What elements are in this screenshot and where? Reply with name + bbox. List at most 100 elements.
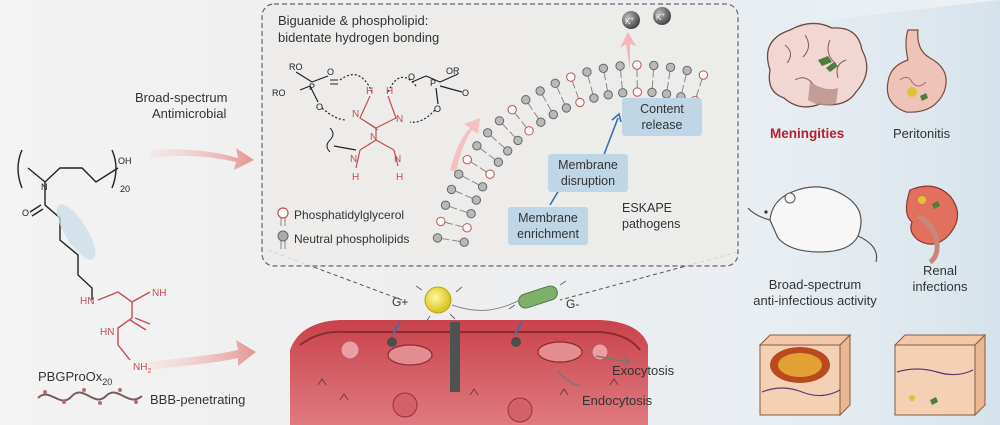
chem-ro-2: RO [289, 62, 303, 72]
polymer-fragments [317, 378, 619, 401]
lipid-head [493, 157, 504, 167]
lipid-head [665, 62, 676, 72]
g-plus-label: G+ [392, 295, 408, 309]
lipid-head [477, 182, 488, 192]
chem-h-4: H [396, 172, 403, 183]
nh-label: NH [152, 288, 166, 299]
lipid-head [598, 63, 609, 73]
arrow-top-label-1: Broad-spectrum [135, 90, 227, 105]
lipid-head [536, 117, 546, 127]
chem-ro-1: RO [272, 88, 286, 98]
lipid-head [649, 60, 659, 71]
polymer-name: PBGProOx20 [38, 369, 112, 387]
endothelial-nucleus-2 [537, 341, 583, 363]
step2-line2: disruption [561, 174, 615, 188]
chem-n-1: N [352, 109, 359, 120]
uptake-arrow-1 [392, 321, 401, 335]
legend-pg-label: Phosphatidylglycerol [294, 208, 404, 222]
inset-title-1: Biguanide & phospholipid: [278, 13, 428, 28]
lipid-head [682, 65, 692, 76]
lipid-head [446, 184, 457, 195]
lipid-head [432, 233, 443, 243]
g-minus-label: G- [566, 297, 579, 311]
chem-n-4: N [350, 154, 357, 165]
lipid-head [440, 200, 451, 210]
step3-line2: release [642, 118, 683, 132]
lipid-head [503, 146, 513, 156]
o-label: O [22, 208, 29, 218]
lipid-head [471, 195, 482, 205]
lipid-head [550, 78, 560, 89]
polymer-chain-beads [43, 388, 138, 405]
lipid-head [589, 93, 599, 103]
endothelial-nucleus-1 [387, 344, 433, 366]
tight-junction [450, 322, 460, 392]
arrow-top-label-2: Antimicrobial [152, 106, 227, 121]
bbb-arrow-icon [150, 340, 256, 370]
lipid-head [466, 209, 476, 219]
chem-o-a: O [327, 67, 334, 77]
eskape-line2: pathogens [622, 217, 680, 231]
vesicle-1 [340, 340, 360, 360]
mouse-icon [747, 186, 878, 263]
chem-o-b: O [316, 102, 323, 112]
lipid-head [524, 126, 534, 136]
lipid-head [472, 141, 482, 151]
lipid-head [615, 61, 625, 71]
k-ion-label-2: K+ [656, 13, 665, 22]
exocytosis-arrow-icon [595, 355, 629, 363]
thread-icon [451, 299, 521, 311]
oh-label: OH [118, 156, 132, 166]
renal-line2: infections [913, 279, 968, 294]
lipid-head [618, 88, 628, 98]
bond-break-icon [326, 127, 334, 153]
k-ion-label-1: K+ [625, 17, 634, 26]
chem-n-3: N [370, 132, 377, 143]
legend-neutral-label: Neutral phospholipids [294, 232, 409, 246]
membrane-bilayer [432, 60, 709, 247]
chem-p-2: P [430, 78, 436, 88]
uptake-arrow-2 [514, 321, 523, 335]
polymer-chain-icon [37, 391, 143, 402]
biguanide-group [97, 291, 151, 361]
hbond-biguanide [355, 95, 399, 169]
chem-h-1: H [366, 86, 373, 97]
inset-title-2: bidentate hydrogen bonding [278, 30, 439, 45]
n-label: N [41, 182, 48, 192]
legend-neutral-icon [277, 230, 289, 249]
broad-line1: Broad-spectrum [769, 277, 861, 292]
stomach-icon [886, 29, 947, 113]
potassium-ion-1 [622, 11, 640, 29]
chem-p-1: P [309, 82, 315, 92]
broad-line2: anti-infectious activity [753, 293, 877, 308]
lipid-head [507, 105, 517, 115]
skin-tissue-icon [893, 333, 987, 417]
step-box-enrichment [508, 207, 588, 245]
hbond-scheme [295, 71, 463, 123]
peritonitis-label: Peritonitis [893, 126, 951, 141]
chem-or: OR [446, 66, 460, 76]
chem-n-5: N [394, 154, 401, 165]
gram-positive-bacterium [415, 285, 463, 323]
eskape-line1: ESKAPE [622, 201, 672, 215]
gram-negative-bacterium [508, 280, 567, 310]
arrow-bottom-label: BBB-penetrating [150, 392, 245, 407]
lipid-head [485, 169, 495, 179]
lipid-head [603, 90, 613, 100]
legend-pg-icon [277, 207, 289, 226]
nanoparticle-2 [511, 337, 521, 347]
endocytosis-arrow-icon [557, 371, 581, 387]
step-box-release [622, 98, 702, 136]
hn-label-b: HN [100, 327, 114, 338]
hn-label-a: HN [80, 296, 94, 307]
chem-n-2: N [396, 114, 403, 125]
chem-o-c: O [408, 72, 415, 82]
lipid-head [632, 87, 643, 97]
red-blood-cell-2 [507, 397, 533, 423]
release-arrow-icon [620, 32, 636, 70]
lipid-head [566, 72, 576, 82]
step3-line1: Content [640, 102, 684, 116]
kidney-icon [905, 185, 959, 265]
